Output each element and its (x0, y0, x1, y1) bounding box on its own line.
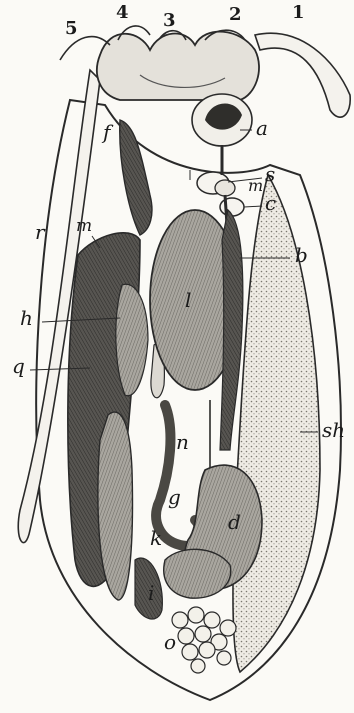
label-c: c (265, 193, 276, 213)
label-m-left: m (76, 218, 92, 235)
label-m-right: m (248, 178, 263, 194)
arms-cluster (97, 32, 259, 100)
tentacle-1 (255, 33, 350, 117)
label-l: l (185, 290, 191, 310)
label-k: k (150, 528, 162, 548)
arm-number-5: 5 (65, 20, 78, 38)
ganglion-c (220, 198, 244, 216)
funnel (120, 120, 152, 235)
gill (116, 284, 148, 396)
label-o: o (164, 632, 176, 652)
arm-number-2: 2 (229, 6, 242, 24)
label-d: d (228, 512, 241, 532)
arm-number-3: 3 (163, 12, 176, 30)
label-i: i (148, 583, 154, 603)
label-s: s (265, 164, 275, 184)
label-sh: sh (322, 420, 345, 440)
label-f: f (103, 122, 110, 142)
label-g: g (168, 487, 181, 507)
arm-number-4: 4 (116, 4, 129, 22)
label-r: r (35, 222, 45, 242)
label-h: h (20, 308, 33, 328)
label-n: n (176, 432, 189, 452)
ink-duct (220, 210, 243, 450)
intestine (156, 405, 200, 546)
egg-cluster (172, 607, 236, 673)
label-q: q (12, 356, 25, 376)
label-a: a (256, 118, 268, 138)
arm-number-1: 1 (292, 4, 305, 22)
label-b: b (295, 245, 308, 265)
